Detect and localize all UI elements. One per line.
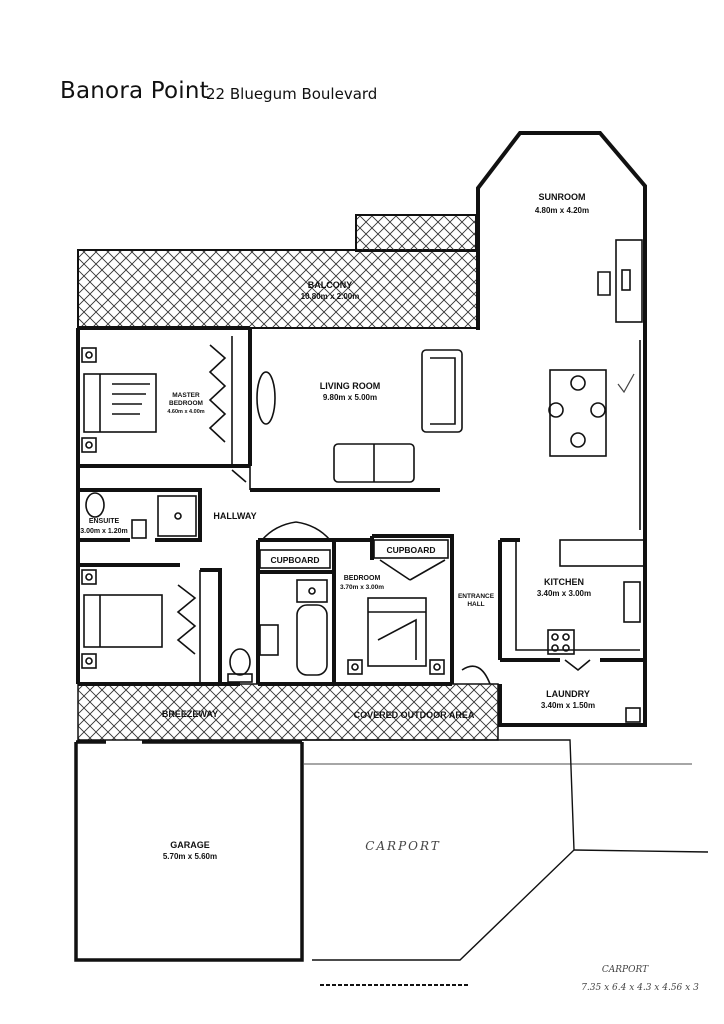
bedroom-size: 3.70m x 3.00m (340, 584, 384, 591)
master-name-1: MASTER (172, 392, 200, 399)
hatched-areas (77, 214, 499, 741)
internal-details (81, 239, 646, 723)
plan-title: Banora Point (60, 78, 209, 104)
ensuite-size: 3.00m x 1.20m (80, 528, 127, 535)
living-name: LIVING ROOM (320, 381, 381, 391)
breezeway-name: BREEZEWAY (162, 709, 218, 719)
handwritten-notes: CARPORT 7.35 x 6.4 x 4.3 x 4.56 x 3 (581, 373, 699, 993)
bedroom-name: BEDROOM (344, 575, 381, 582)
balcony-ext-hatch (355, 214, 477, 252)
kitchen-size: 3.40m x 3.00m (537, 589, 591, 598)
sunroom-walls (476, 131, 647, 330)
hallway-name: HALLWAY (213, 511, 256, 521)
ensuite-name: ENSUITE (89, 518, 120, 525)
balcony-name: BALCONY (308, 280, 353, 290)
master-name-2: BEDROOM (169, 400, 203, 407)
room-labels: SUNROOM 4.80m x 4.20m BALCONY 10.80m x 2… (80, 192, 595, 861)
sunroom-size: 4.80m x 4.20m (535, 206, 589, 215)
cupboard-2-name: CUPBOARD (386, 545, 435, 555)
entrance-name-1: ENTRANCE (458, 593, 495, 600)
master-size: 4.60m x 4.00m (167, 409, 204, 415)
walls (76, 131, 647, 727)
laundry-size: 3.40m x 1.50m (541, 701, 595, 710)
balcony-hatch (77, 249, 479, 329)
carport-name: CARPORT (365, 839, 441, 853)
entrance-name-2: HALL (467, 601, 484, 608)
laundry-name: LAUNDRY (546, 689, 590, 699)
east-wall (498, 330, 647, 727)
garage-carport (74, 739, 709, 986)
breezeway-hatch (77, 683, 499, 741)
garage-size: 5.70m x 5.60m (163, 852, 217, 861)
garage-walls (74, 742, 304, 962)
carport-note: CARPORT (602, 965, 649, 975)
carport-dimensions: 7.35 x 6.4 x 4.3 x 4.56 x 3 (581, 983, 699, 993)
balcony-size: 10.80m x 2.00m (301, 292, 360, 301)
kitchen-name: KITCHEN (544, 577, 584, 587)
sunroom-name: SUNROOM (539, 192, 586, 202)
covered-area-name: COVERED OUTDOOR AREA (354, 710, 475, 720)
cupboard-1-name: CUPBOARD (270, 555, 319, 565)
plan-address: 22 Bluegum Boulevard (206, 85, 378, 103)
living-size: 9.80m x 5.00m (323, 393, 377, 402)
garage-name: GARAGE (170, 840, 210, 850)
